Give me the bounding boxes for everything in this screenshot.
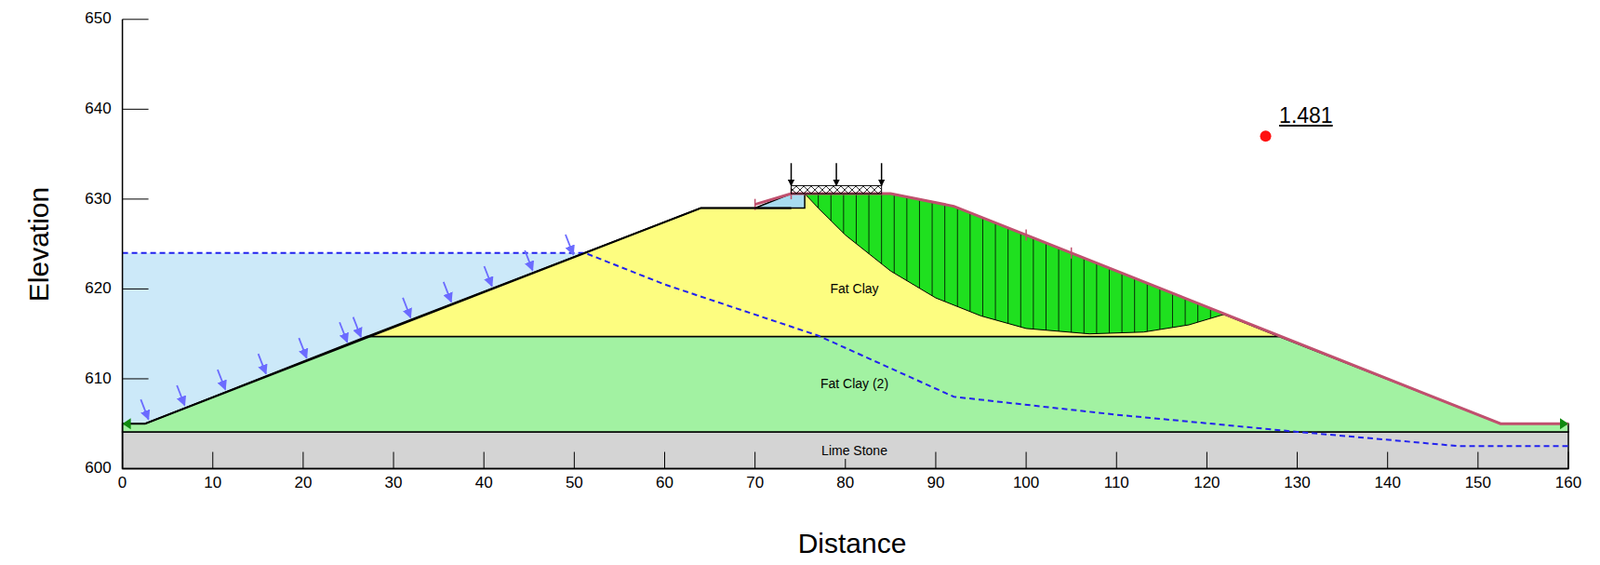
soil-region-label: Lime Stone xyxy=(818,441,891,459)
y-tick-label: 630 xyxy=(84,190,111,209)
boundary-marker xyxy=(122,417,132,429)
water-pressure-arrow xyxy=(524,250,533,270)
fat-clay-2-layer xyxy=(122,336,1569,432)
x-tick xyxy=(1386,452,1388,469)
x-tick-label: 60 xyxy=(655,474,674,493)
x-tick xyxy=(483,452,485,469)
region-name: Fat Clay xyxy=(829,280,879,296)
load-arrow xyxy=(790,162,793,186)
surcharge-load xyxy=(791,185,882,194)
x-tick-label: 160 xyxy=(1555,474,1582,493)
upstream-slope xyxy=(122,208,792,425)
y-axis xyxy=(121,19,124,469)
x-tick xyxy=(664,452,666,469)
axis-title: Elevation xyxy=(24,186,55,301)
y-tick xyxy=(122,377,149,379)
boundary-marker xyxy=(1560,417,1569,429)
x-tick-label: 20 xyxy=(293,474,312,493)
x-tick-label: 110 xyxy=(1104,474,1130,493)
y-tick-label: 650 xyxy=(84,10,111,28)
x-tick xyxy=(212,452,214,469)
load-arrow xyxy=(880,162,883,186)
water-pressure-arrow xyxy=(258,353,267,374)
surface-tick xyxy=(1070,247,1073,259)
soil-region-label: Fat Clay xyxy=(826,280,881,297)
x-tick-label: 150 xyxy=(1465,474,1492,493)
x-tick-label: 140 xyxy=(1374,474,1401,493)
y-tick xyxy=(122,467,149,469)
x-tick xyxy=(1206,452,1208,469)
x-tick-label: 120 xyxy=(1193,474,1220,493)
slip-center xyxy=(1260,130,1272,142)
x-tick xyxy=(1568,452,1570,469)
water-pressure-arrow xyxy=(353,317,361,337)
x-tick xyxy=(1026,452,1027,469)
water-pressure-arrow xyxy=(176,385,185,405)
y-tick xyxy=(122,108,149,110)
x-tick-label: 130 xyxy=(1283,474,1310,493)
x-tick xyxy=(1296,452,1298,469)
water-pressure-arrow xyxy=(298,337,307,358)
factor-of-safety: 1.481 xyxy=(1279,104,1334,128)
water-pressure-arrow xyxy=(402,297,411,318)
y-tick xyxy=(122,288,149,290)
x-tick xyxy=(393,452,395,469)
axis-title: Distance xyxy=(798,527,907,559)
x-tick-label: 70 xyxy=(746,474,764,493)
y-tick xyxy=(122,198,149,200)
water-pressure-arrow xyxy=(443,281,452,302)
x-tick xyxy=(302,452,304,469)
surface-tick xyxy=(1025,228,1027,240)
x-tick-label: 80 xyxy=(836,474,854,493)
surface-line xyxy=(755,193,1569,424)
x-tick xyxy=(121,452,123,469)
x-tick xyxy=(1477,452,1479,469)
water-pressure-arrow xyxy=(339,321,347,342)
x-tick xyxy=(573,452,575,469)
water-pressure-arrow xyxy=(140,399,148,419)
y-tick-label: 640 xyxy=(84,100,111,119)
phreatic-line xyxy=(122,253,1569,447)
x-tick-label: 30 xyxy=(385,474,403,493)
x-tick-label: 100 xyxy=(1013,474,1040,493)
x-tick xyxy=(754,452,756,469)
y-tick-label: 610 xyxy=(84,370,111,388)
x-tick-label: 90 xyxy=(926,474,945,493)
y-tick xyxy=(122,18,149,20)
x-tick-label: 10 xyxy=(203,474,222,493)
region-name: Fat Clay (2) xyxy=(820,375,889,391)
fat-clay-layer xyxy=(366,193,1280,336)
water-pressure-arrow xyxy=(484,266,493,286)
slip-mass xyxy=(804,193,1226,334)
water-pressure-arrow xyxy=(565,234,574,254)
x-tick-label: 40 xyxy=(475,474,494,493)
y-tick-label: 600 xyxy=(84,459,111,478)
region-name: Lime Stone xyxy=(821,442,888,458)
x-tick-label: 50 xyxy=(565,474,584,493)
water-pressure-arrow xyxy=(217,369,226,389)
x-tick-label: 0 xyxy=(118,474,127,493)
load-arrow xyxy=(835,162,838,186)
x-tick xyxy=(1116,452,1118,469)
x-tick xyxy=(934,452,936,469)
soil-region-label: Fat Clay (2) xyxy=(817,374,892,392)
slice-lines xyxy=(818,193,1212,334)
y-tick-label: 620 xyxy=(84,280,111,298)
